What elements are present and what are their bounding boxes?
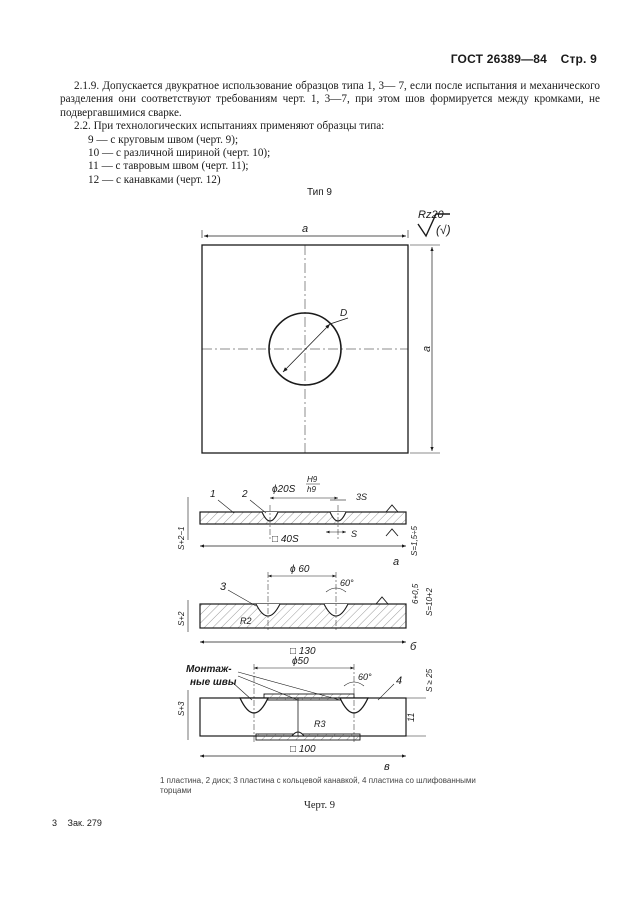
dim-left-thk-b: S+2 <box>177 611 186 626</box>
dim-right-thk-b2: S=10+2 <box>425 587 434 616</box>
dim-dia-60: ϕ 60 <box>290 564 310 575</box>
leader-2: 2 <box>241 489 248 500</box>
view-letter-b: б <box>410 641 417 653</box>
dim-a-top: a <box>302 223 308 235</box>
page-footer: 3 Зак. 279 <box>44 818 102 828</box>
dim-square-40s: □ 40S <box>272 534 299 545</box>
roughness-symbol: Rz20 (√) <box>417 209 451 238</box>
dim-dia-20s: ϕ20S <box>272 484 296 495</box>
view-letter-a: a <box>393 556 399 568</box>
dim-D: D <box>340 308 347 319</box>
roughness-value: Rz20 <box>418 209 445 221</box>
leader-1: 1 <box>210 489 216 500</box>
section-view-c: ϕ50 60° Монтаж- ные швы 4 R3 □ 100 S+3 S… <box>177 656 434 773</box>
footer-page-number: 3 <box>52 818 58 828</box>
surface-mark-icon <box>385 504 399 513</box>
page-number: Стр. 9 <box>560 52 597 66</box>
list-item: 11 — с тавровым швом (черт. 11); <box>88 160 249 173</box>
figure-legend: 1 пластина, 2 диск; 3 пластина с кольцев… <box>160 776 476 795</box>
type-label: Тип 9 <box>306 187 332 198</box>
surface-mark-icon <box>375 596 389 605</box>
radius-R3: R3 <box>314 719 326 729</box>
leader-3: 3 <box>220 581 227 593</box>
dim-left-thk-c: S+3 <box>177 701 186 716</box>
dim-3s: 3S <box>356 492 367 502</box>
mounting-welds-label-2: ные швы <box>190 677 237 688</box>
dim-dia-50: ϕ50 <box>292 656 309 667</box>
dim-right-thk-a: S=1,5÷5 <box>410 525 419 556</box>
check-icon <box>417 213 450 238</box>
body-text: 2.1.9. Допускается двукратное использова… <box>60 80 600 187</box>
angle-60-c: 60° <box>358 672 372 682</box>
dim-square-100: □ 100 <box>290 744 316 755</box>
standard-number: ГОСТ 26389—84 <box>450 52 548 66</box>
dim-right-thk-b1: 6+0,5 <box>411 583 420 604</box>
dim-s: S <box>351 529 357 539</box>
dim-square-130: □ 130 <box>290 646 316 657</box>
view-letter-c: в <box>384 761 390 773</box>
list-item: 9 — с круговым швом (черт. 9); <box>88 133 239 146</box>
footer-order: Зак. 279 <box>67 818 102 828</box>
leader-4: 4 <box>396 675 402 687</box>
figure-caption: Черт. 9 <box>304 800 335 811</box>
mounting-welds-label-1: Монтаж- <box>186 664 232 675</box>
tol-h9: h9 <box>307 485 316 494</box>
list-item: 10 — с различной шириной (черт. 10); <box>88 147 271 160</box>
dim-left-thk-a: S+2−1 <box>177 526 186 550</box>
dim-right-thk-c: S ≥ 25 <box>425 668 434 692</box>
page-header: ГОСТ 26389—84 Стр. 9 <box>441 52 597 66</box>
tol-H9: H9 <box>307 475 318 484</box>
dim-a-right: a <box>421 346 433 352</box>
paragraph-2-1-9: 2.1.9. Допускается двукратное использова… <box>60 80 600 119</box>
section-view-b: ϕ 60 60° 3 R2 □ 130 S+2 6+0,5 S=10+2 б <box>177 564 434 657</box>
plan-view: D a a <box>201 223 440 454</box>
radius-R2: R2 <box>240 616 252 626</box>
angle-60-b: 60° <box>340 578 354 588</box>
paragraph-2-2: 2.2. При технологических испытаниях прим… <box>74 120 385 133</box>
roughness-suffix: (√) <box>436 223 451 237</box>
surface-mark-icon <box>385 528 399 537</box>
list-item: 12 — с канавками (черт. 12) <box>88 173 221 186</box>
section-view-a: ϕ20S H9 h9 3S 1 2 S □ 40S S+2−1 S=1,5÷5 … <box>177 475 419 568</box>
dim-right-h: 11 <box>406 713 416 722</box>
